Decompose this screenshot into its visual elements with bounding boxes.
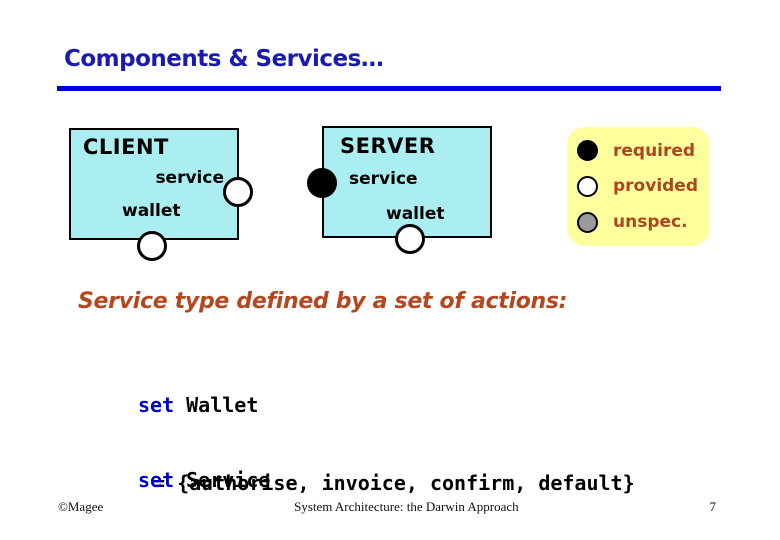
server-service-port-label: service [349, 169, 418, 189]
legend-label-required: required [613, 140, 696, 161]
title-underline [57, 86, 721, 91]
set-keyword: set [138, 468, 175, 492]
footer-author: ©Magee [58, 499, 104, 514]
server-component-box: SERVER service wallet [322, 126, 492, 238]
client-component-name: CLIENT [83, 135, 169, 159]
footer-page-number: 7 [709, 499, 717, 514]
legend-item-provided: provided [577, 175, 710, 197]
code-line: set Wallet [138, 392, 635, 418]
slide-title: Components & Services… [64, 46, 384, 72]
required-port-icon [577, 140, 598, 162]
set-name: Service [186, 468, 271, 492]
legend-panel: required provided unspec. [567, 127, 710, 246]
legend-item-unspec: unspec. [577, 211, 710, 233]
server-wallet-provided-port-icon [395, 224, 425, 254]
section-heading: Service type defined by a set of actions… [78, 289, 568, 314]
client-wallet-port-label: wallet [122, 201, 181, 221]
client-wallet-provided-port-icon [137, 231, 167, 261]
server-service-required-port-icon [307, 168, 337, 198]
footer-course-title: System Architecture: the Darwin Approach [294, 499, 519, 514]
legend-item-required: required [577, 140, 710, 162]
provided-port-icon [577, 175, 598, 197]
client-service-provided-port-icon [223, 177, 253, 207]
client-service-port-label: service [155, 168, 224, 188]
client-component-box: CLIENT service wallet [69, 128, 239, 240]
server-component-name: SERVER [340, 134, 436, 158]
legend-label-provided: provided [613, 176, 699, 197]
unspec-port-icon [577, 211, 598, 233]
code-block-wallet: set Wallet = {authorise, invoice, confirm… [138, 340, 635, 540]
code-line: = {authorise, invoice, confirm, default} [153, 471, 635, 495]
code-line: set Service [138, 467, 454, 493]
set-name: Wallet [186, 393, 259, 417]
server-wallet-port-label: wallet [386, 204, 445, 224]
slide-footer: ©Magee System Architecture: the Darwin A… [0, 499, 780, 515]
legend-label-unspec: unspec. [613, 212, 688, 233]
set-keyword: set [138, 393, 175, 417]
